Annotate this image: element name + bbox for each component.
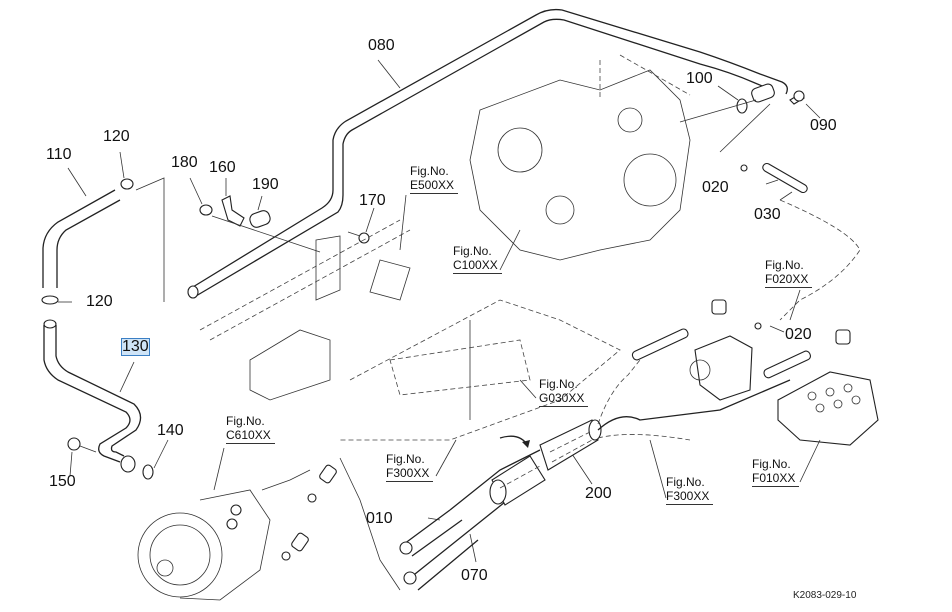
hose-070-end bbox=[403, 571, 417, 585]
pipe-080 bbox=[187, 8, 788, 291]
clip-020-upper bbox=[740, 164, 748, 172]
fig-ref-prefix: Fig.No. bbox=[765, 258, 804, 272]
fig-ref-code: F020XX bbox=[765, 272, 813, 288]
hose-010-end bbox=[399, 541, 413, 555]
valve-f010 bbox=[777, 329, 879, 446]
part-label-200[interactable]: 200 bbox=[585, 485, 612, 502]
fig-ref-code: C610XX bbox=[226, 428, 275, 444]
fig-ref-prefix: Fig.No. bbox=[226, 414, 265, 428]
part-label-150[interactable]: 150 bbox=[49, 473, 76, 490]
fig-ref-g030xx[interactable]: Fig.No. G030XX bbox=[539, 377, 589, 407]
transmission-case bbox=[469, 54, 691, 261]
part-label-020-lower[interactable]: 020 bbox=[785, 326, 812, 343]
hose-130 bbox=[43, 325, 131, 463]
ac-compressor bbox=[137, 489, 271, 601]
fig-ref-f300xx-right[interactable]: Fig.No. F300XX bbox=[666, 475, 714, 505]
fig-ref-prefix: Fig.No. bbox=[539, 377, 578, 391]
fig-ref-prefix: Fig.No. bbox=[386, 452, 425, 466]
fig-ref-code: C100XX bbox=[453, 258, 502, 274]
hose-110 bbox=[42, 189, 116, 288]
clamp-120-upper bbox=[120, 178, 134, 190]
nut-180 bbox=[199, 204, 213, 216]
fig-ref-code: E500XX bbox=[410, 178, 459, 194]
clip-020 bbox=[754, 322, 762, 330]
fitting-130-end bbox=[120, 455, 136, 473]
frame bbox=[199, 219, 621, 441]
fig-ref-prefix: Fig.No. bbox=[453, 244, 492, 258]
bolt-170 bbox=[358, 232, 370, 244]
o-ring-140 bbox=[142, 464, 154, 480]
fitting-090-banjo bbox=[751, 83, 775, 103]
fig-ref-code: F010XX bbox=[752, 471, 800, 487]
part-label-090[interactable]: 090 bbox=[810, 117, 837, 134]
fitting-lower bbox=[291, 532, 309, 552]
fig-ref-f020xx[interactable]: Fig.No. F020XX bbox=[765, 258, 813, 288]
part-label-130-highlighted[interactable]: 130 bbox=[121, 338, 150, 356]
part-label-010[interactable]: 010 bbox=[366, 510, 393, 527]
clamp-120-lower bbox=[41, 295, 59, 305]
collar-190 bbox=[249, 210, 271, 228]
fig-ref-e500xx[interactable]: Fig.No. E500XX bbox=[410, 164, 459, 194]
arrow-icon bbox=[522, 440, 530, 448]
fitting-upper bbox=[319, 464, 337, 484]
fig-ref-c100xx[interactable]: Fig.No. C100XX bbox=[453, 244, 502, 274]
part-label-190[interactable]: 190 bbox=[252, 176, 279, 193]
hose-protector-200 bbox=[489, 419, 602, 506]
fig-ref-code: F300XX bbox=[386, 466, 434, 482]
diagram-reference-code: K2083-029-10 bbox=[793, 590, 857, 601]
part-label-080[interactable]: 080 bbox=[368, 37, 395, 54]
fig-ref-code: F300XX bbox=[666, 489, 714, 505]
fig-ref-f300xx-left[interactable]: Fig.No. F300XX bbox=[386, 452, 434, 482]
o-ring-100 bbox=[736, 98, 748, 114]
fig-ref-prefix: Fig.No. bbox=[666, 475, 705, 489]
fig-ref-code: G030XX bbox=[539, 391, 589, 407]
fig-ref-prefix: Fig.No. bbox=[410, 164, 449, 178]
part-label-180[interactable]: 180 bbox=[171, 154, 198, 171]
part-label-020-upper[interactable]: 020 bbox=[702, 179, 729, 196]
part-label-140[interactable]: 140 bbox=[157, 422, 184, 439]
fig-ref-c610xx[interactable]: Fig.No. C610XX bbox=[226, 414, 275, 444]
part-label-110[interactable]: 110 bbox=[46, 146, 72, 163]
valve-f020 bbox=[689, 299, 753, 401]
hose-030 bbox=[762, 162, 808, 194]
part-label-120-lower[interactable]: 120 bbox=[86, 293, 113, 310]
bolt-150 bbox=[67, 437, 81, 451]
part-label-030[interactable]: 030 bbox=[754, 206, 781, 223]
part-label-100[interactable]: 100 bbox=[686, 70, 713, 87]
part-label-160[interactable]: 160 bbox=[209, 159, 236, 176]
part-label-120-upper[interactable]: 120 bbox=[103, 128, 130, 145]
hose-to-f020 bbox=[631, 328, 689, 361]
hose-to-f010 bbox=[763, 350, 812, 379]
fig-ref-f010xx[interactable]: Fig.No. F010XX bbox=[752, 457, 800, 487]
pipe-end bbox=[187, 285, 199, 299]
part-label-070[interactable]: 070 bbox=[461, 567, 488, 584]
fig-ref-prefix: Fig.No. bbox=[752, 457, 791, 471]
part-label-170[interactable]: 170 bbox=[359, 192, 386, 209]
clamp-160 bbox=[221, 195, 245, 227]
